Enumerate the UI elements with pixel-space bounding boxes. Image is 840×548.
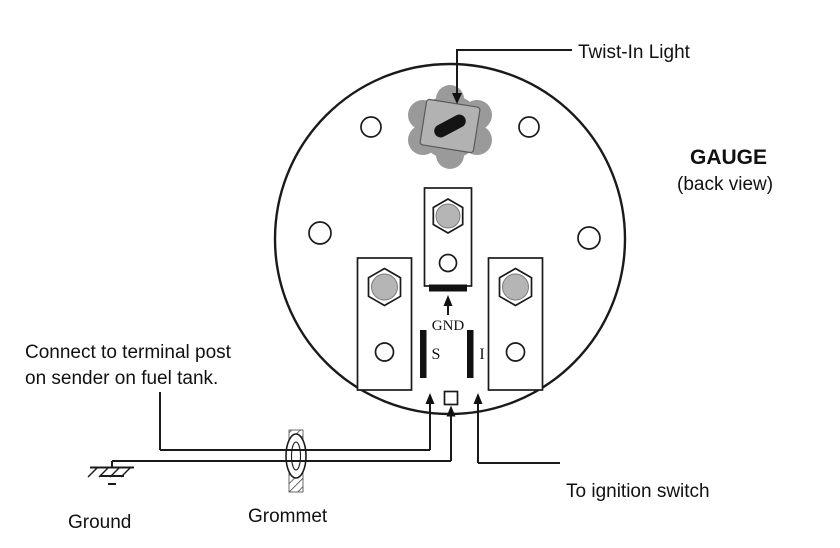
twist-in-light-label: Twist-In Light (578, 42, 691, 63)
twist-in-light-leader-line (456, 49, 572, 94)
grommet-inner (290, 441, 302, 471)
bottom-notch (443, 390, 459, 406)
terminal-block-center (423, 187, 473, 292)
mounting-hole (308, 221, 332, 245)
terminal-block-right (487, 257, 544, 391)
gnd-contact-bar (429, 284, 467, 292)
sender-wire (159, 392, 435, 451)
terminal-hole-left (374, 342, 395, 362)
mounting-hole (360, 116, 382, 138)
arrow-down-icon (452, 93, 462, 104)
s-contact-bar (420, 330, 427, 378)
arrow-up-icon (473, 393, 483, 404)
terminal-i-label: I (479, 346, 484, 363)
bulb-contact-slot (434, 114, 466, 138)
ignition-label: To ignition switch (566, 481, 710, 502)
ignition-wire (473, 393, 560, 464)
mounting-hole (518, 116, 540, 138)
mounting-hole (577, 226, 601, 250)
ground-label: Ground (68, 512, 131, 533)
twist-in-light-socket (408, 85, 492, 169)
terminal-hole-center (438, 253, 458, 273)
terminal-block-left (356, 257, 413, 391)
gauge-title: GAUGE (690, 146, 767, 169)
gnd-label: GND (432, 318, 465, 334)
sender-label-line2: on sender on fuel tank. (25, 368, 218, 389)
sender-label-line1: Connect to terminal post (25, 342, 232, 363)
gauge-subtitle: (back view) (677, 174, 773, 195)
i-contact-bar (467, 330, 474, 378)
grommet-label: Grommet (248, 506, 328, 527)
arrow-up-icon (446, 405, 456, 417)
ground-wire (111, 405, 456, 467)
terminal-hole-right (505, 342, 526, 362)
ground-symbol-icon (87, 466, 134, 485)
arrow-up-icon (425, 393, 435, 404)
gnd-arrow-up-icon (443, 295, 453, 306)
terminal-s-label: S (432, 346, 441, 363)
